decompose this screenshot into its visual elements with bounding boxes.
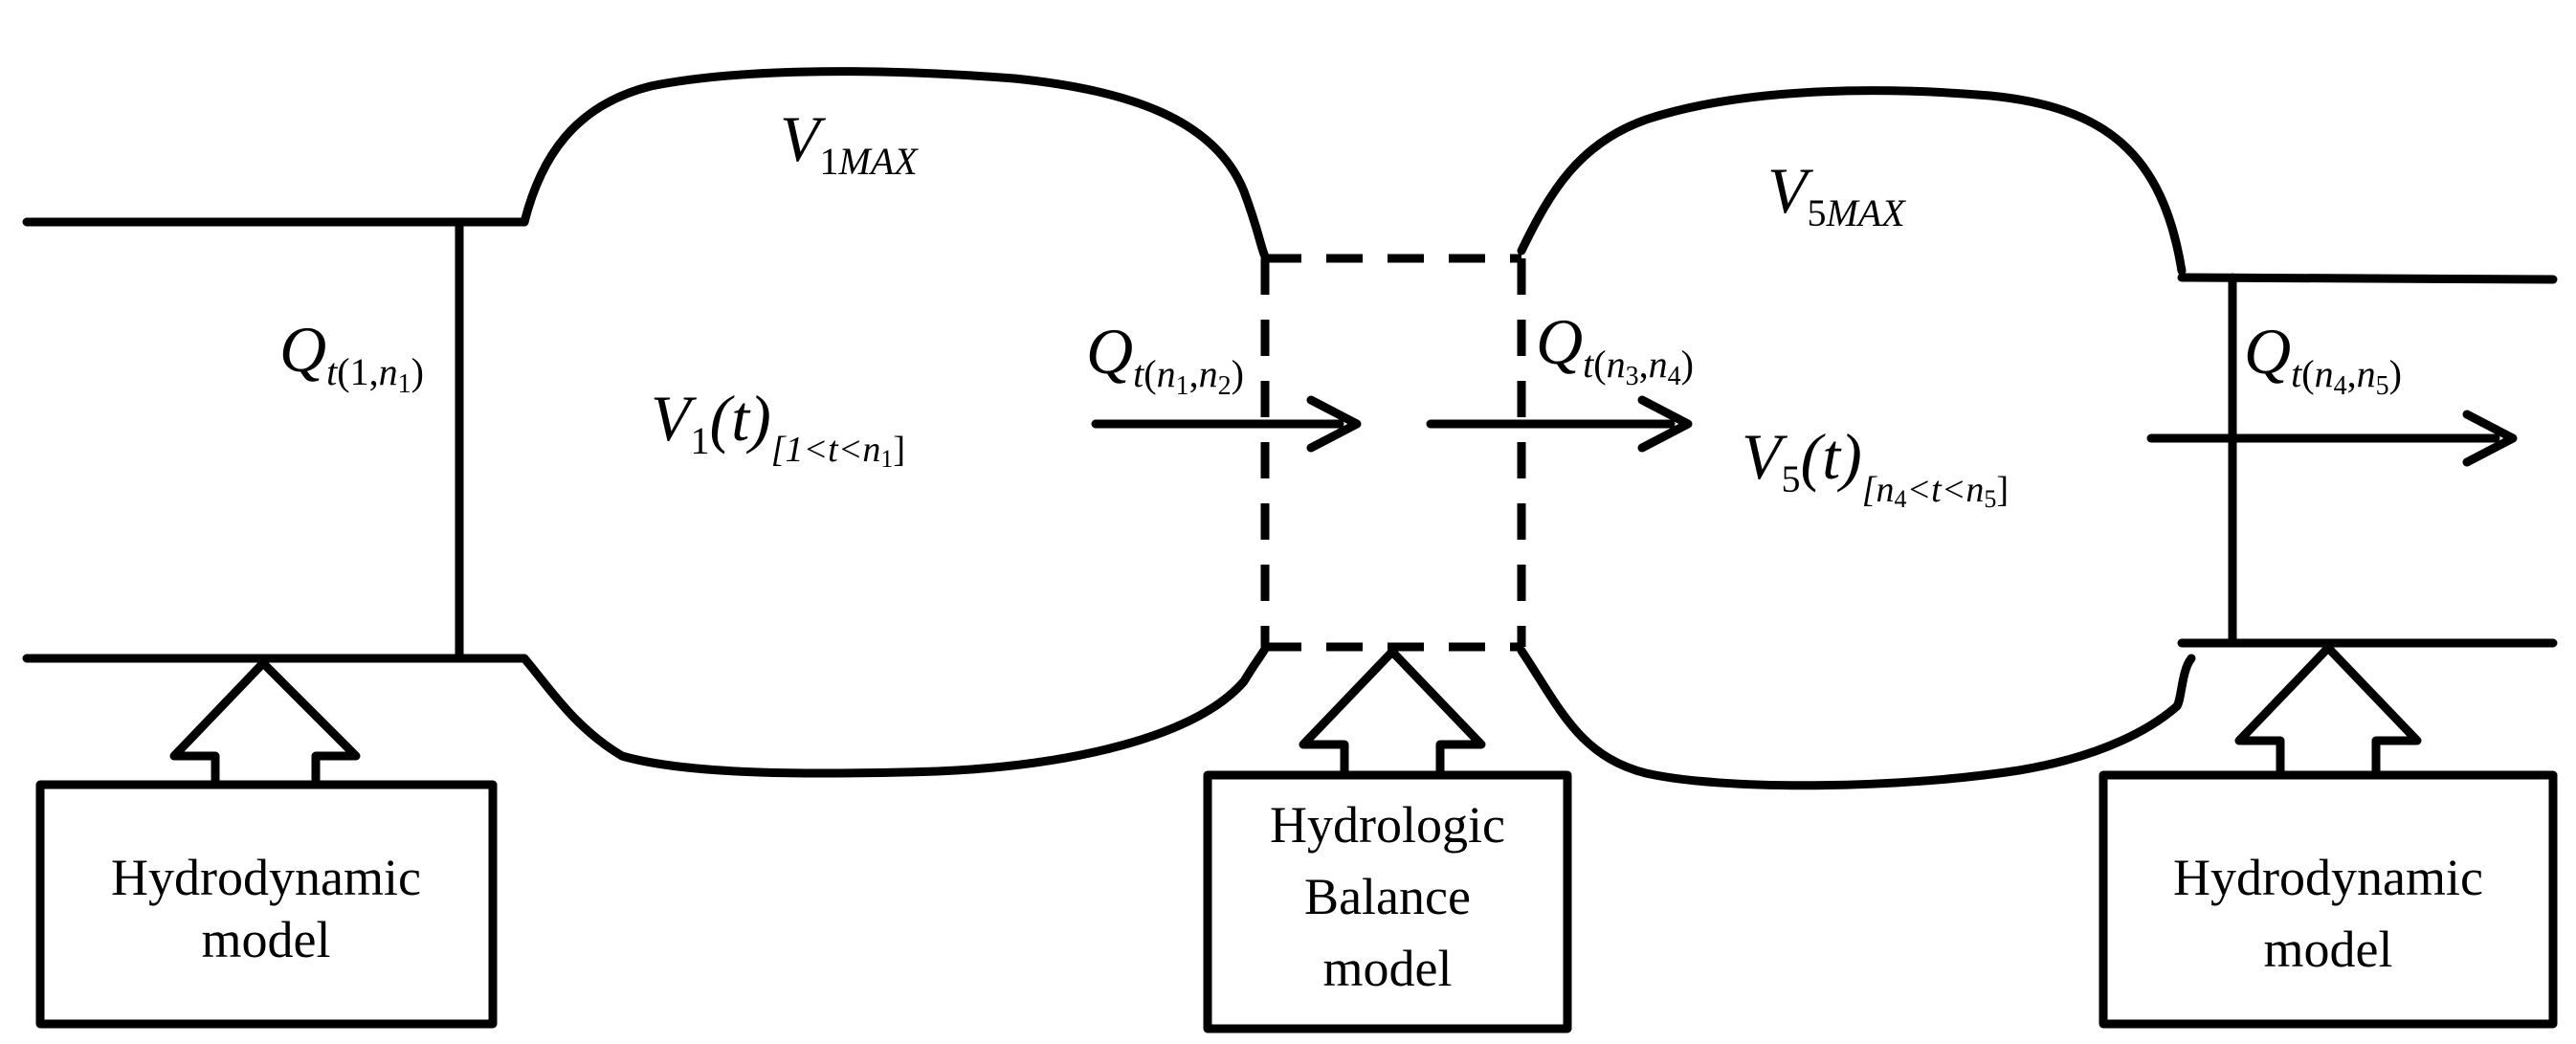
label-v1max: V1MAX	[780, 102, 919, 183]
block-arrow-left	[169, 658, 361, 789]
right-channel-top	[2177, 273, 2558, 284]
box-middle-line3: model	[1323, 940, 1453, 997]
label-v1-t: V1(t)[1<t<n1]	[651, 382, 905, 473]
block-arrow-middle	[1299, 647, 1486, 780]
reservoir-2-bottom	[1517, 646, 2196, 790]
reservoir-1-top	[520, 67, 1270, 261]
box-middle-line1: Hydrologic	[1270, 796, 1505, 854]
reservoir-1-bottom	[520, 644, 1270, 778]
box-left-hydrodynamic	[35, 780, 498, 1029]
box-right-line1: Hydrodynamic	[2173, 849, 2483, 906]
box-right-line2: model	[2264, 921, 2393, 978]
box-left-line1: Hydrodynamic	[111, 849, 421, 906]
box-right-hydrodynamic	[2099, 770, 2558, 1029]
box-middle-hydrologic	[1203, 770, 1572, 1033]
box-left-line2: model	[202, 911, 331, 968]
reservoir-2-top	[1517, 86, 2187, 276]
flow-arrow-1	[1091, 395, 1362, 453]
label-v5-t: V5(t)[n4<t<n5]	[1742, 420, 2009, 513]
flow-arrow-3	[2146, 410, 2518, 467]
label-q-1-n1: Qt(1,n1)	[279, 313, 424, 399]
block-arrow-right	[2234, 643, 2422, 780]
label-q-n3-n4: Qt(n3,n4)	[1536, 305, 1694, 391]
flow-arrow-2	[1426, 395, 1693, 453]
box-middle-line2: Balance	[1304, 868, 1471, 925]
label-q-n1-n2: Qt(n1,n2)	[1086, 315, 1244, 401]
label-v5max: V5MAX	[1767, 154, 1906, 234]
label-q-n4-n5: Qt(n4,n5)	[2244, 315, 2402, 401]
